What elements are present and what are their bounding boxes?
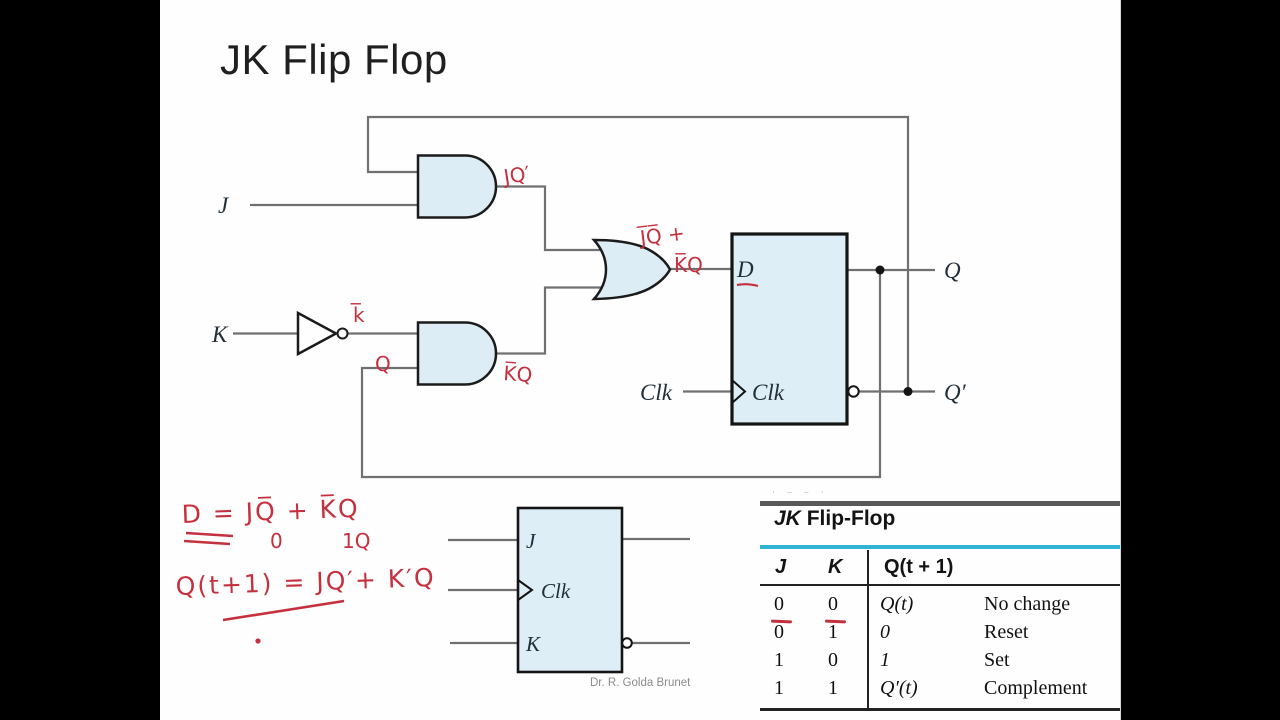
cell-value: 1 — [880, 649, 890, 671]
slide-content: JK Flip Flop — [160, 0, 1121, 720]
label-j: J — [218, 193, 230, 218]
table-row: 0 1 0 Reset — [760, 620, 1120, 648]
or-gate — [591, 238, 672, 301]
table-title-jk: JK — [774, 507, 801, 530]
table-header-rule — [760, 584, 1120, 586]
table-row: 1 0 1 Set — [760, 648, 1120, 676]
table-top-bar — [760, 501, 1120, 506]
junction-dot-qbar — [903, 387, 913, 396]
table-header-row: J K Q(t + 1) — [760, 556, 1120, 582]
table-title: JK Flip-Flop — [774, 507, 895, 531]
table-row: 0 0 Q(t) No change — [760, 592, 1120, 620]
equation-d-underline1 — [185, 531, 234, 538]
handwritten-equations: D = JQ̅ + K̅Q 0 1Q Q(t+1) = JQ′+ K′Q — [175, 493, 436, 644]
label-clk-internal: Clk — [752, 380, 785, 405]
label-k: K — [211, 322, 229, 347]
cell-value: 0 — [880, 621, 890, 643]
cell-k: 0 — [828, 649, 838, 671]
ink-underline-d — [736, 283, 759, 288]
not-gate-bubble — [336, 327, 349, 340]
cell-k: 1 — [828, 621, 838, 643]
d-flipflop-block — [730, 232, 913, 426]
table-column-divider — [867, 550, 869, 710]
equation-qnext: Q(t+1) = JQ′+ K′Q — [175, 563, 436, 601]
header-q-next: Q(t + 1) — [884, 556, 954, 578]
table-rows: 0 0 Q(t) No change 0 1 0 Reset 1 0 1 Set — [760, 592, 1120, 704]
ink-k-bar: k̅ — [350, 302, 365, 327]
equation-qnext-underline — [222, 599, 345, 622]
page-title: JK Flip Flop — [220, 36, 448, 83]
table-title-rest: Flip-Flop — [800, 507, 896, 530]
ink-dot — [255, 638, 261, 644]
jk-flipflop-circuit-diagram: J K Clk D Clk Q Q′ JQ′ J̅Q̅ + K̅Q k̅ Q K… — [175, 115, 967, 674]
cell-description: Reset — [984, 621, 1029, 643]
ink-kq: K̅Q — [503, 360, 534, 387]
label-q: Q — [944, 258, 961, 283]
table-bottom-rule — [760, 708, 1120, 711]
gates — [296, 154, 672, 386]
ink-or-line2: K̅Q — [674, 252, 703, 277]
ink-jq-prime: JQ′ — [500, 161, 532, 189]
cell-value: Q′(t) — [880, 677, 918, 699]
header-k: K — [828, 556, 843, 578]
cell-value: Q(t) — [880, 593, 914, 615]
jk-characteristic-table: · – – · JK Flip-Flop J K Q(t + 1) 0 0 Q(… — [760, 487, 1120, 715]
table-row: 1 1 Q′(t) Complement — [760, 676, 1120, 704]
ink-q-feedback: Q — [375, 352, 391, 376]
circuit-wires — [233, 115, 935, 479]
cell-description: Set — [984, 649, 1010, 671]
jk-flipflop-symbol: J Clk K — [448, 506, 690, 674]
symbol-label-clk: Clk — [541, 579, 571, 603]
cell-j: 1 — [774, 649, 784, 671]
symbol-output-bubble — [621, 637, 633, 649]
junction-dot-q — [875, 265, 885, 275]
attribution-text: Dr. R. Golda Brunet — [590, 677, 691, 689]
symbol-clock-triangle — [517, 579, 534, 601]
equation-d: D = JQ̅ + K̅Q — [181, 493, 360, 529]
cell-description: No change — [984, 593, 1071, 615]
label-d: D — [736, 257, 754, 282]
and-gate-top — [416, 154, 498, 219]
equation-sub-0: 0 — [270, 529, 283, 553]
handwritten-annotations: JQ′ J̅Q̅ + K̅Q k̅ Q K̅Q — [350, 161, 759, 387]
clock-edge-triangle — [731, 379, 747, 404]
cell-j: 1 — [774, 677, 784, 699]
ink-or-line1: J̅Q̅ + — [636, 220, 686, 250]
label-q-bar: Q′ — [944, 380, 967, 405]
symbol-label-k: K — [525, 632, 541, 656]
not-gate — [296, 310, 339, 357]
cell-k: 0 — [828, 593, 838, 615]
label-clk-external: Clk — [640, 380, 673, 405]
symbol-label-j: J — [526, 529, 537, 553]
cell-j: 0 — [774, 621, 784, 643]
and-gate-bottom — [416, 321, 498, 386]
inverted-output-bubble — [847, 385, 860, 398]
equation-d-underline2 — [183, 539, 231, 546]
stray-pen-marks: · – – · — [772, 487, 829, 497]
table-accent-rule — [760, 545, 1120, 549]
cell-j: 0 — [774, 593, 784, 615]
header-j: J — [775, 556, 787, 578]
cell-description: Complement — [984, 677, 1088, 699]
equation-sub-1q: 1Q — [342, 529, 370, 553]
cell-k: 1 — [828, 677, 838, 699]
